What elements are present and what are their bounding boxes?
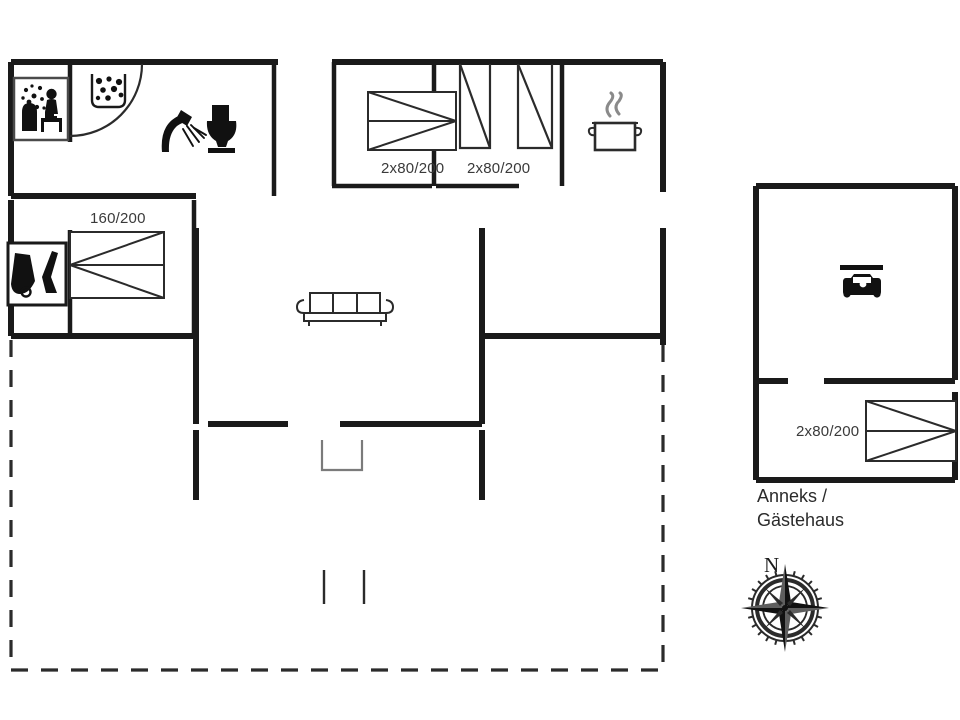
- annex-label-line2: Gästehaus: [757, 510, 844, 530]
- bed-middle-dimension-label: 2x80/200: [381, 160, 444, 177]
- sauna-icon: [12, 76, 70, 142]
- annex-label-line1: Anneks /: [757, 486, 827, 506]
- bed-2x80-200-middle: [367, 91, 457, 151]
- terrace-outline: [9, 340, 665, 672]
- main-house-walls: [8, 59, 666, 500]
- bed-left-dimension-label: 160/200: [90, 210, 146, 227]
- shower-icon: [161, 110, 207, 152]
- sofa-icon: [295, 292, 395, 326]
- compass-north-label: N: [764, 553, 779, 577]
- bed-right-dimension-label: 2x80/200: [467, 160, 530, 177]
- compass-rose-icon: [741, 564, 829, 652]
- carport-icon: [840, 265, 883, 298]
- door-openings: [69, 63, 554, 604]
- cleaning-icon: [6, 241, 68, 307]
- annex-walls: [753, 183, 958, 483]
- bed-annex-dimension-label: 2x80/200: [796, 423, 859, 440]
- bed-160-200: [69, 231, 165, 299]
- bed-2x80-200-annex: [865, 400, 957, 462]
- toilet-icon: [206, 105, 237, 153]
- dishwasher-icon: [90, 74, 127, 109]
- cooking-pot-icon: [587, 91, 643, 152]
